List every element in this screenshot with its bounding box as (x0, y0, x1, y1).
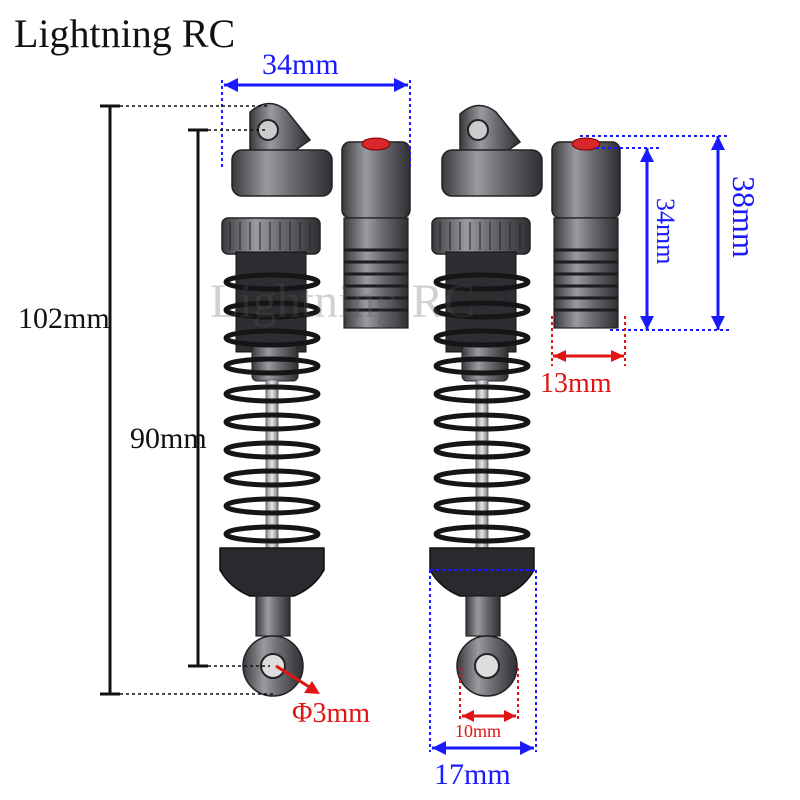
dim-reservoir-length: 34mm (651, 198, 680, 265)
dim-reservoir-total: 38mm (726, 176, 762, 258)
dim-top-width: 34mm (262, 48, 339, 81)
brand-title: Lightning RC (14, 11, 236, 56)
dim-rod-end-width: 10mm (455, 721, 502, 741)
watermark: Lightning RC (210, 275, 476, 328)
dim-bottom-width: 17mm (434, 758, 511, 791)
dimension-lines (100, 78, 730, 755)
dim-reservoir-diameter: 13mm (540, 368, 612, 399)
right-shock (429, 104, 621, 697)
dim-total-length: 102mm (18, 302, 110, 335)
dim-body-length: 90mm (130, 422, 207, 455)
left-shock (219, 102, 411, 697)
dim-rod-end-diameter: Φ3mm (292, 698, 371, 729)
